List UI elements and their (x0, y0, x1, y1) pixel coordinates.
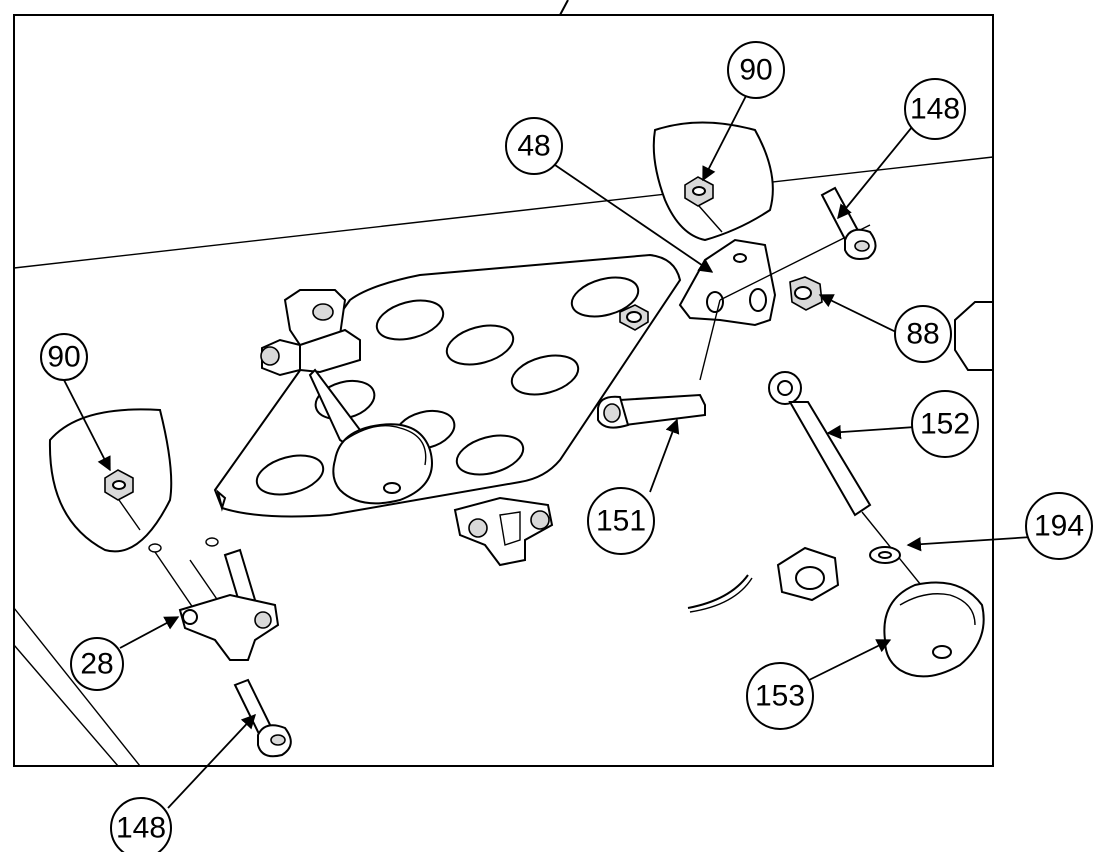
left-cap-nut-90 (48, 408, 173, 553)
nut-88 (789, 276, 823, 311)
right-knob-edge (954, 301, 994, 371)
plate-holes (255, 276, 640, 496)
arc-part (687, 574, 753, 613)
left-screw-148 (233, 678, 292, 758)
callout-label: 90 (47, 341, 80, 374)
callout-label: 90 (739, 54, 772, 87)
plate-clip (453, 496, 554, 567)
callout-152: 152 (826, 390, 979, 458)
callout-label: 48 (517, 130, 550, 163)
callout-90-left: 90 (40, 333, 111, 472)
callout-label: 88 (906, 318, 939, 351)
hex-nut-large (776, 546, 840, 602)
callout-label: 148 (116, 812, 166, 845)
right-screw-148 (820, 186, 877, 260)
callout-label: 148 (910, 93, 960, 126)
plate-hinge-assembly (260, 289, 433, 505)
perforated-plate (213, 253, 682, 518)
callout-label: 28 (80, 648, 113, 681)
callout-label: 152 (920, 408, 970, 441)
callout-label: 153 (755, 680, 805, 713)
callout-label: 194 (1034, 510, 1084, 543)
washer-194 (869, 546, 901, 564)
left-bracket-28 (148, 537, 280, 661)
drawing-frame (13, 0, 994, 767)
callout-148-bottom-left: 148 (110, 713, 256, 852)
callout-194: 194 (906, 492, 1093, 560)
callout-151: 151 (587, 418, 680, 555)
knob-153 (883, 581, 985, 678)
callout-28: 28 (70, 616, 180, 691)
right-cap-nut-90 (652, 121, 774, 242)
callout-88: 88 (818, 294, 952, 363)
callout-48: 48 (505, 117, 714, 273)
screw-151 (597, 393, 706, 429)
callout-148-top-right: 148 (837, 78, 966, 220)
right-bracket-48 (678, 224, 871, 381)
callout-153: 153 (746, 639, 892, 730)
callout-90-right: 90 (702, 41, 785, 182)
callout-label: 151 (596, 505, 646, 538)
eye-bolt-152 (768, 371, 926, 591)
panel-edge-lines (13, 156, 994, 767)
